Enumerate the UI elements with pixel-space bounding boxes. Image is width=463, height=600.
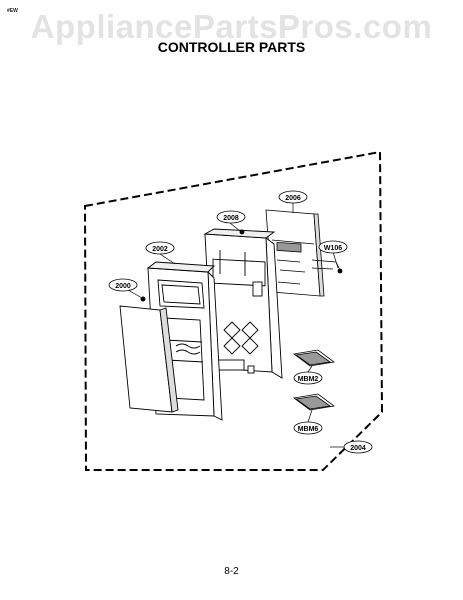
callout-2008: 2008 [216,210,246,224]
callout-mbm2: MBM2 [293,371,323,385]
control-housing [203,228,283,379]
callout-2002: 2002 [145,241,175,255]
callout-2000: 2000 [108,278,138,292]
watermark: AppliancePartsPros.com [30,8,433,45]
callout-2004: 2004 [343,440,373,454]
door-panel [119,305,179,413]
svg-text:2008: 2008 [223,215,239,222]
svg-text:2002: 2002 [152,246,168,253]
svg-text:MBM6: MBM6 [298,426,319,433]
page-number: 8-2 [224,566,239,577]
corner-mark: #EW [7,8,18,14]
membrane-mbm6 [293,393,335,411]
leader-lines [127,203,345,448]
callout-2006: 2006 [278,190,308,204]
front-frame [140,261,223,421]
pcb-board [265,209,325,297]
membrane-mbm2 [293,349,335,367]
callout-mbm6: MBM6 [293,421,323,435]
svg-text:2004: 2004 [350,445,366,452]
svg-text:W106: W106 [324,245,342,252]
svg-text:2006: 2006 [285,195,301,202]
svg-text:2000: 2000 [115,283,131,290]
assembly-boundary [83,150,384,471]
page-title: CONTROLLER PARTS [157,39,306,55]
callout-w106: W106 [318,240,348,254]
svg-text:MBM2: MBM2 [298,376,319,383]
